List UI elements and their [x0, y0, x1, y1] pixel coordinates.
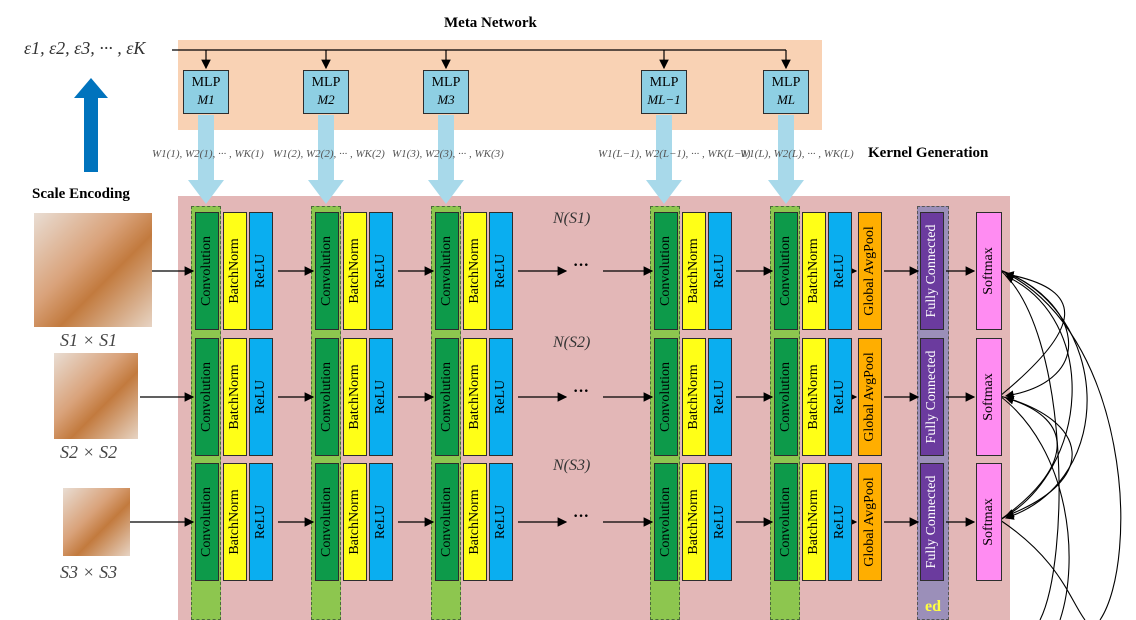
relu-block: ReLU	[249, 212, 273, 330]
convolution-block: Convolution	[195, 463, 219, 581]
convolution-block: Convolution	[435, 338, 459, 456]
batchnorm-block: BatchNorm	[223, 212, 247, 330]
scale-label-3: S3 × S3	[60, 562, 118, 582]
scale-label-2: S2 × S2	[60, 442, 118, 462]
softmax-curves	[999, 269, 1122, 620]
relu-block: ReLU	[249, 338, 273, 456]
ellipsis: ···	[573, 257, 590, 274]
relu-block: ReLU	[708, 212, 732, 330]
relu-block: ReLU	[489, 338, 513, 456]
convolution-block: Convolution	[435, 212, 459, 330]
global-avgpool-block: Global AvgPool	[858, 212, 882, 330]
batchnorm-block: BatchNorm	[343, 212, 367, 330]
network-label-3: N(S3)	[553, 457, 591, 474]
kernel-generation-title: Kernel Generation	[868, 145, 989, 161]
batchnorm-block: BatchNorm	[223, 463, 247, 581]
scale-label-1: S1 × S1	[60, 330, 118, 350]
batchnorm-block: BatchNorm	[223, 338, 247, 456]
batchnorm-block: BatchNorm	[343, 463, 367, 581]
convolution-block: Convolution	[774, 463, 798, 581]
cat-image-large	[34, 213, 152, 327]
global-avgpool-block: Global AvgPool	[858, 463, 882, 581]
relu-block: ReLU	[828, 338, 852, 456]
weights-label-1: W1(1), W2(1), ··· , WK(1)	[152, 148, 264, 160]
global-avgpool-block: Global AvgPool	[858, 338, 882, 456]
relu-block: ReLU	[708, 338, 732, 456]
cat-image-small	[63, 488, 130, 556]
softmax-block: Softmax	[976, 463, 1002, 581]
relu-block: ReLU	[489, 212, 513, 330]
convolution-block: Convolution	[435, 463, 459, 581]
batchnorm-block: BatchNorm	[682, 212, 706, 330]
scale-encoding-title: Scale Encoding	[32, 186, 130, 202]
convolution-block: Convolution	[654, 338, 678, 456]
convolution-block: Convolution	[315, 463, 339, 581]
cat-image-medium	[54, 353, 138, 439]
convolution-block: Convolution	[774, 212, 798, 330]
softmax-block: Softmax	[976, 338, 1002, 456]
fully-connected-block: Fully Connected	[920, 212, 944, 330]
relu-block: ReLU	[828, 463, 852, 581]
relu-block: ReLU	[708, 463, 732, 581]
ellipsis: ···	[573, 383, 590, 400]
meta-network-panel	[178, 40, 822, 130]
convolution-block: Convolution	[195, 212, 219, 330]
batchnorm-block: BatchNorm	[802, 463, 826, 581]
weights-label-5: W1(L), W2(L), ··· , WK(L)	[740, 148, 854, 160]
network-label-2: N(S2)	[553, 334, 591, 351]
convolution-block: Convolution	[195, 338, 219, 456]
batchnorm-block: BatchNorm	[463, 338, 487, 456]
relu-block: ReLU	[369, 212, 393, 330]
fully-connected-block: Fully Connected	[920, 463, 944, 581]
ellipsis: ···	[573, 508, 590, 525]
batchnorm-block: BatchNorm	[802, 338, 826, 456]
batchnorm-block: BatchNorm	[343, 338, 367, 456]
kernel-arrows	[188, 115, 804, 204]
batchnorm-block: BatchNorm	[463, 212, 487, 330]
relu-block: ReLU	[249, 463, 273, 581]
meta-network-title: Meta Network	[444, 15, 537, 31]
weights-label-2: W1(2), W2(2), ··· , WK(2)	[273, 148, 385, 160]
batchnorm-block: BatchNorm	[682, 463, 706, 581]
batchnorm-block: BatchNorm	[682, 338, 706, 456]
softmax-block: Softmax	[976, 212, 1002, 330]
convolution-block: Convolution	[315, 338, 339, 456]
convolution-block: Convolution	[654, 212, 678, 330]
relu-block: ReLU	[489, 463, 513, 581]
batchnorm-block: BatchNorm	[802, 212, 826, 330]
network-label-1: N(S1)	[553, 210, 591, 227]
convolution-block: Convolution	[654, 463, 678, 581]
batchnorm-block: BatchNorm	[463, 463, 487, 581]
convolution-block: Convolution	[315, 212, 339, 330]
cut-off-label: ed	[925, 598, 941, 615]
convolution-block: Convolution	[774, 338, 798, 456]
fully-connected-block: Fully Connected	[920, 338, 944, 456]
weights-label-4: W1(L−1), W2(L−1), ··· , WK(L−1)	[598, 148, 751, 160]
relu-block: ReLU	[828, 212, 852, 330]
scale-encoding-arrow	[74, 78, 108, 172]
relu-block: ReLU	[369, 463, 393, 581]
relu-block: ReLU	[369, 338, 393, 456]
epsilon-list: ε1, ε2, ε3, ··· , εK	[24, 38, 146, 58]
weights-label-3: W1(3), W2(3), ··· , WK(3)	[392, 148, 504, 160]
